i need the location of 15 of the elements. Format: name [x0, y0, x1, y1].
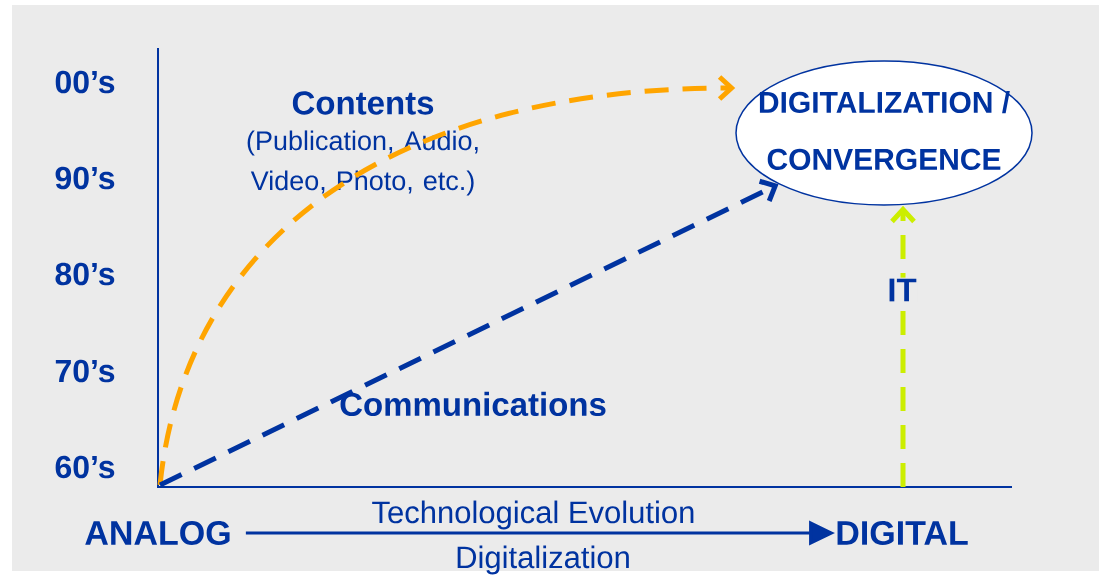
year-label: 00’s: [55, 70, 115, 94]
axis-label: Digitalization: [457, 545, 629, 575]
arrow: [890, 205, 916, 487]
category-label: Communications: [340, 391, 606, 417]
axis-end-label: ANALOG: [85, 520, 230, 546]
arrow: [157, 75, 736, 486]
year-label: 80’s: [55, 262, 115, 286]
arrow: [158, 178, 779, 488]
edge-label: Technological Evolution: [370, 499, 697, 531]
axis-end-label: DIGITAL: [837, 520, 968, 546]
year-label: 70’s: [55, 359, 115, 383]
year-label: 60’s: [55, 455, 115, 479]
year-label: 90’s: [55, 166, 115, 190]
category-label: Contents: [292, 91, 434, 115]
edge-label: IT: [886, 277, 918, 303]
